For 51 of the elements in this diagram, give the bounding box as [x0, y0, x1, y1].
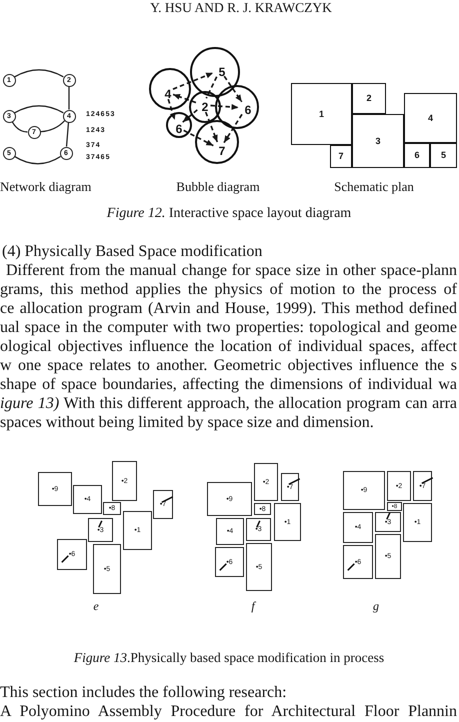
body-text: This section includes the following research: — [0, 684, 287, 702]
bubble-circle: 2 — [189, 91, 221, 123]
body-text: igure 13) With this different approach, the allocation program can arra — [0, 395, 458, 414]
running-header: Y. HSU AND R. J. KRAWCZYK — [150, 0, 332, 16]
subfigure-label: Bubble diagram — [176, 180, 260, 195]
body-text: shape of space boundaries, affecting the dimensions of individual wa — [0, 376, 457, 394]
body-text: A Polyomino Assembly Procedure for Architectural Floor Plannin — [0, 703, 457, 722]
dashed-arrow — [167, 98, 176, 120]
bubble-circle: 6 — [166, 112, 192, 138]
dashed-arrow — [224, 76, 242, 102]
stage-label: g — [373, 600, 379, 614]
dashed-arrow — [183, 130, 214, 146]
body-text: Different from the manual change for space size in other space-plann — [6, 262, 457, 280]
plan-room: 2 — [352, 83, 386, 114]
plan-room: 7 — [330, 145, 352, 168]
dashed-arrow — [204, 112, 218, 142]
figure-caption: Figure 12. Interactive space layout diagram — [106, 206, 352, 222]
connector-line — [14, 105, 64, 114]
stage-label: f — [251, 600, 255, 614]
body-text: ological objectives influence the location of individual spaces, affect — [0, 338, 457, 356]
bubble-circle: 6 — [215, 85, 259, 129]
figure-caption: Figure 13.Physically based space modification in process — [74, 650, 384, 666]
connector-line — [68, 86, 70, 110]
bubble-circle: 7 — [195, 120, 239, 164]
dashed-arrow — [172, 94, 196, 104]
body-text: grams, this method applies the physics of motion to the process of — [0, 281, 457, 300]
body-text: ce allocation program (Arvin and House, 1999). This method defined — [0, 300, 457, 318]
dashed-arrow — [223, 114, 243, 144]
dashed-arrow — [172, 72, 214, 90]
stage-label: e — [93, 600, 99, 614]
dashed-line — [206, 76, 218, 99]
connector-line — [14, 156, 61, 164]
connector-line — [66, 122, 70, 147]
body-text: w one space relates to another. Geometric objectives influence the s — [0, 357, 457, 376]
connector-line — [40, 120, 65, 132]
body-text: ual space in the computer with two properties: topological and geome — [0, 319, 457, 338]
plan-room: 5 — [430, 143, 457, 168]
plan-room: 6 — [404, 143, 430, 168]
dashed-arrow — [182, 109, 198, 123]
dashed-arrow — [210, 104, 239, 110]
connector-line — [12, 121, 28, 133]
connector-line — [14, 69, 64, 78]
plan-room: 3 — [352, 114, 404, 168]
subfigure-label: Network diagram — [0, 180, 92, 195]
plan-room: 4 — [404, 93, 457, 143]
plan-room: 1 — [291, 83, 352, 145]
section-heading: (4) Physically Based Space modification — [2, 243, 262, 262]
bubble-circle: 4 — [149, 68, 191, 110]
body-text: spaces without being limited by space size and dimension. — [0, 414, 374, 432]
bubble-circle: 5 — [190, 47, 240, 97]
subfigure-label: Schematic plan — [334, 180, 414, 195]
